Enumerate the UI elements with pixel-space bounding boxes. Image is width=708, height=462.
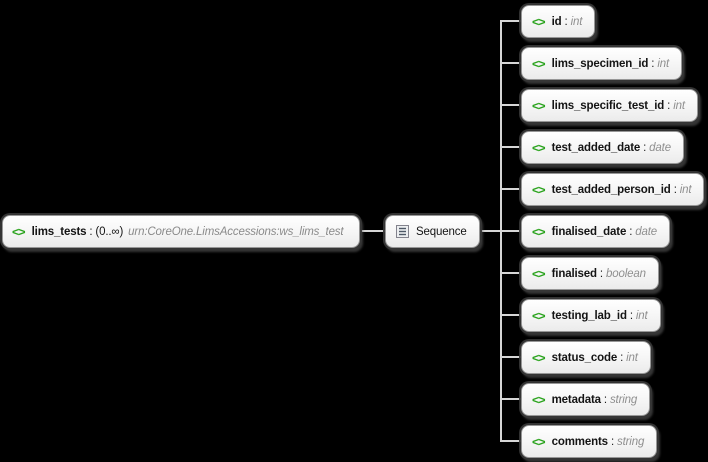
separator: :: [599, 267, 603, 280]
connector-stub: [500, 356, 521, 358]
element-node-comments[interactable]: <> comments : string: [521, 425, 658, 458]
element-name: lims_specific_test_id: [551, 99, 665, 112]
root-element-node-lims_tests[interactable]: <> lims_tests : (0..∞) urn:CoreOne.LimsA…: [2, 215, 360, 248]
element-type: string: [609, 393, 638, 406]
element-name: test_added_person_id: [551, 183, 671, 196]
connector-sequence-trunk: [480, 230, 501, 232]
element-icon: <>: [532, 350, 546, 365]
element-node-finalised_date[interactable]: <> finalised_date : date: [521, 215, 671, 248]
connector-stub: [500, 20, 521, 22]
element-node-lims_specimen_id[interactable]: <> lims_specimen_id : int: [521, 47, 683, 80]
element-type: int: [570, 15, 583, 28]
element-name: finalised_date: [551, 225, 627, 238]
separator: :: [89, 225, 93, 238]
separator: :: [643, 141, 647, 154]
element-cardinality: (0..∞): [95, 225, 124, 238]
element-name: finalised: [551, 267, 597, 280]
connector-stub: [500, 314, 521, 316]
element-type: int: [679, 183, 692, 196]
element-icon: <>: [532, 14, 546, 29]
element-node-test_added_person_id[interactable]: <> test_added_person_id : int: [521, 173, 705, 206]
element-node-lims_specific_test_id[interactable]: <> lims_specific_test_id : int: [521, 89, 698, 122]
element-type: boolean: [605, 267, 646, 280]
element-name: id: [551, 15, 562, 28]
connector-root-sequence: [360, 230, 385, 232]
element-type: int: [657, 57, 670, 70]
element-name: comments: [551, 435, 608, 448]
separator: :: [610, 435, 614, 448]
element-icon: <>: [532, 56, 546, 71]
separator: :: [673, 183, 677, 196]
connector-stub: [500, 230, 521, 232]
connector-stub: [500, 188, 521, 190]
connector-stub: [500, 272, 521, 274]
element-name: lims_tests: [31, 225, 87, 238]
element-node-finalised[interactable]: <> finalised : boolean: [521, 257, 659, 290]
separator: :: [629, 225, 633, 238]
sequence-node[interactable]: Sequence: [385, 215, 480, 248]
element-icon: <>: [532, 392, 546, 407]
element-name: lims_specimen_id: [551, 57, 649, 70]
element-type: date: [649, 141, 671, 154]
element-node-status_code[interactable]: <> status_code : int: [521, 341, 651, 374]
separator: :: [667, 99, 671, 112]
element-name: testing_lab_id: [551, 309, 627, 322]
element-node-testing_lab_id[interactable]: <> testing_lab_id : int: [521, 299, 661, 332]
element-node-metadata[interactable]: <> metadata : string: [521, 383, 651, 416]
separator: :: [564, 15, 568, 28]
element-icon: <>: [532, 224, 546, 239]
element-type: date: [635, 225, 658, 238]
element-icon: <>: [532, 182, 546, 197]
element-icon: <>: [12, 224, 26, 239]
connector-stub: [500, 398, 521, 400]
element-name: metadata: [551, 393, 601, 406]
connector-stub: [500, 62, 521, 64]
element-type: int: [626, 351, 638, 364]
connector-stub: [500, 104, 521, 106]
element-icon: <>: [532, 140, 546, 155]
element-icon: <>: [532, 98, 546, 113]
connector-stub: [500, 440, 521, 442]
element-name: test_added_date: [551, 141, 641, 154]
element-type: int: [673, 99, 685, 112]
element-type: string: [616, 435, 645, 448]
element-type: int: [635, 309, 648, 322]
element-name: status_code: [551, 351, 618, 364]
element-icon: <>: [532, 308, 546, 323]
element-icon: <>: [532, 266, 546, 281]
element-namespace: urn:CoreOne.LimsAccessions:ws_lims_test: [128, 225, 344, 238]
sequence-label: Sequence: [416, 225, 467, 238]
element-node-test_added_date[interactable]: <> test_added_date : date: [521, 131, 684, 164]
separator: :: [629, 309, 633, 322]
connector-stub: [500, 146, 521, 148]
sequence-icon: [396, 225, 409, 238]
element-node-id[interactable]: <> id : int: [521, 5, 596, 38]
separator: :: [651, 57, 655, 70]
separator: :: [603, 393, 607, 406]
separator: :: [620, 351, 624, 364]
element-icon: <>: [532, 434, 546, 449]
